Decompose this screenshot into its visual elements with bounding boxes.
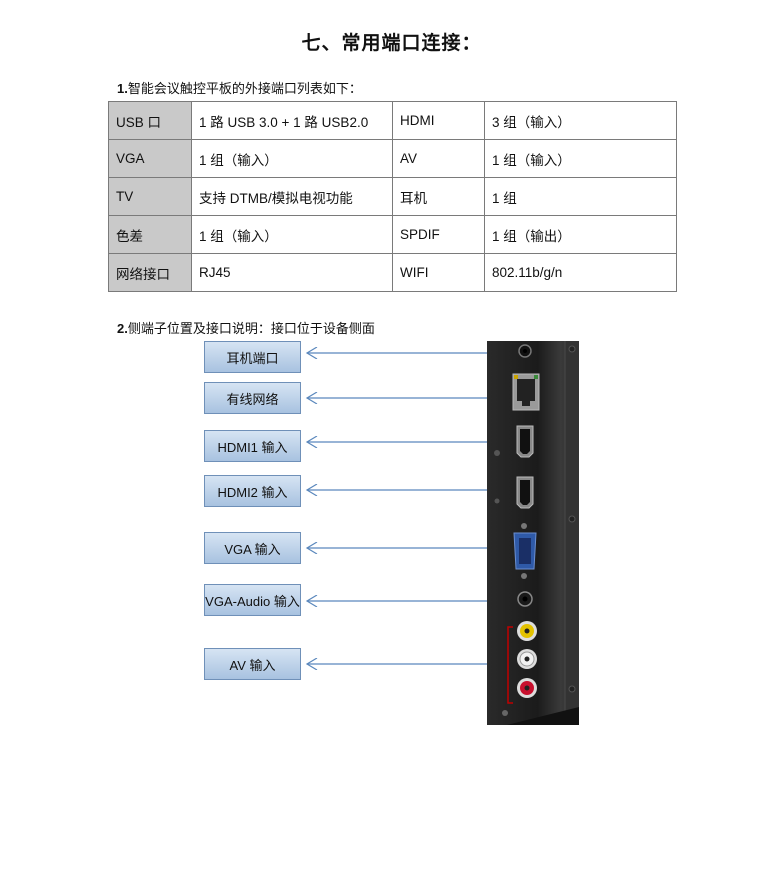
table-cell: 802.11b/g/n [484, 253, 677, 292]
section-heading-2: 2.侧端子位置及接口说明：接口位于设备侧面 [117, 318, 375, 337]
hdmi-port-icon [516, 476, 534, 509]
port-label-av: AV 输入 [204, 648, 301, 680]
table-cell: 1 组 [484, 177, 677, 216]
port-label-vga: VGA 输入 [204, 532, 301, 564]
page-title: 七、常用端口连接： [301, 33, 482, 54]
arrow-vga [305, 542, 520, 554]
arrow-ethernet [305, 392, 520, 404]
rca-jack-icon [517, 649, 537, 669]
table-row: TV 支持 DTMB/模拟电视功能 耳机 1 组 [108, 177, 677, 216]
vga-port-icon [513, 523, 537, 579]
table-cell: 色差 [108, 215, 192, 254]
rca-jack-icon [517, 621, 537, 641]
table-row: USB 口 1 路 USB 3.0 + 1 路 USB2.0 HDMI 3 组（… [108, 101, 677, 140]
hdmi-port-icon [516, 425, 534, 458]
section-heading-1: 1.智能会议触控平板的外接端口列表如下： [117, 78, 362, 97]
table-cell: 1 路 USB 3.0 + 1 路 USB2.0 [191, 101, 393, 140]
arrow-hdmi2 [305, 484, 520, 496]
table-cell: AV [392, 139, 485, 178]
table-cell: 1 组（输出） [484, 215, 677, 254]
port-label-vga-audio: VGA-Audio 输入 [204, 584, 301, 616]
table-cell: WIFI [392, 253, 485, 292]
table-cell: 1 组（输入） [484, 139, 677, 178]
table-cell: 3 组（输入） [484, 101, 677, 140]
arrow-hdmi1 [305, 436, 520, 448]
table-cell: 1 组（输入） [191, 139, 393, 178]
rca-jack-icon [517, 678, 537, 698]
section-number: 1. [117, 81, 128, 96]
arrow-av [305, 658, 516, 670]
rj45-port-icon [512, 373, 540, 411]
table-cell: 1 组（输入） [191, 215, 393, 254]
port-label-ethernet: 有线网络 [204, 382, 301, 414]
port-label-hdmi1: HDMI1 输入 [204, 430, 301, 462]
section-number: 2. [117, 321, 128, 336]
table-row: VGA 1 组（输入） AV 1 组（输入） [108, 139, 677, 178]
port-table: USB 口 1 路 USB 3.0 + 1 路 USB2.0 HDMI 3 组（… [108, 101, 677, 292]
headphone-jack-icon [518, 344, 532, 358]
table-cell: 支持 DTMB/模拟电视功能 [191, 177, 393, 216]
table-cell: 耳机 [392, 177, 485, 216]
table-cell: 网络接口 [108, 253, 192, 292]
port-label-headphone: 耳机端口 [204, 341, 301, 373]
table-cell: SPDIF [392, 215, 485, 254]
table-cell: USB 口 [108, 101, 192, 140]
table-cell: RJ45 [191, 253, 393, 292]
port-label-hdmi2: HDMI2 输入 [204, 475, 301, 507]
section-text: 侧端子位置及接口说明：接口位于设备侧面 [127, 321, 375, 336]
table-row: 网络接口 RJ45 WIFI 802.11b/g/n [108, 253, 677, 292]
section-text: 智能会议触控平板的外接端口列表如下： [127, 81, 362, 96]
table-cell: VGA [108, 139, 192, 178]
table-row: 色差 1 组（输入） SPDIF 1 组（输出） [108, 215, 677, 254]
arrow-headphone [305, 347, 518, 359]
audio-jack-icon [517, 591, 533, 607]
device-side-panel [487, 341, 579, 725]
table-cell: TV [108, 177, 192, 216]
table-cell: HDMI [392, 101, 485, 140]
